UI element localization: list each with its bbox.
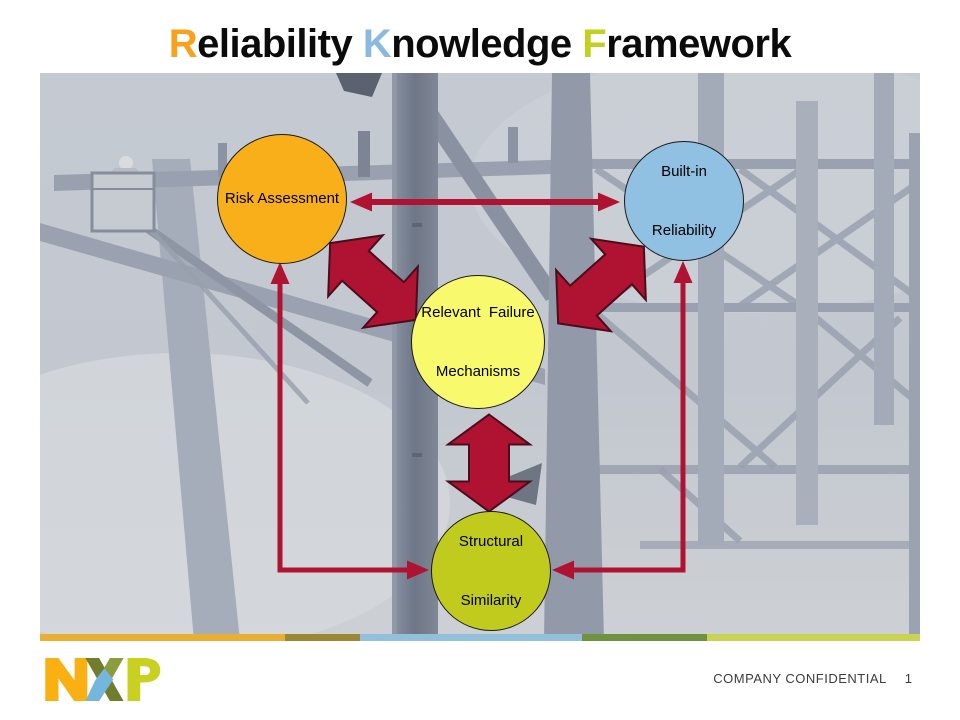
- node-relevant-failure-mechanisms: Relevant Failure Mechanisms: [411, 275, 545, 409]
- node-label-line: Structural: [458, 533, 524, 550]
- title-letter-r: R: [168, 22, 198, 66]
- arrow-risk-structural: [270, 262, 429, 580]
- confidential-label: COMPANY CONFIDENTIAL: [713, 671, 887, 686]
- node-label-line: Reliability: [651, 221, 717, 239]
- logo-x-overlay-blue: [85, 668, 114, 702]
- logo-letter-p: [127, 657, 161, 702]
- node-label: Relevant Failure Mechanisms: [421, 264, 534, 420]
- nxp-logo: [45, 657, 161, 702]
- title-text: eliability: [197, 22, 363, 66]
- arrow-builtin-structural: [552, 261, 693, 580]
- connector-arrows: [270, 192, 693, 580]
- logo-letter-n: [45, 657, 88, 702]
- node-label-line: Built-in: [661, 163, 707, 180]
- title-letter-k: K: [362, 22, 392, 66]
- title-text: ramework: [606, 22, 792, 66]
- node-label: Structural Similarity: [459, 493, 523, 649]
- node-label-line: Similarity: [460, 591, 522, 609]
- node-risk-assessment: Risk Assessment: [217, 134, 347, 264]
- slide-title: Reliability Knowledge Framework: [0, 22, 960, 67]
- node-label-line: Risk Assessment: [224, 190, 340, 208]
- strip-segment: [360, 634, 582, 641]
- worker: [119, 156, 133, 170]
- node-built-in-reliability: Built-in Reliability: [624, 141, 744, 261]
- title-text: nowledge: [391, 22, 583, 66]
- arrow-risk-builtin: [350, 192, 620, 212]
- block-arrow-builtin-failure: [555, 237, 647, 333]
- node-label-line: Mechanisms: [435, 362, 521, 380]
- node-structural-similarity: Structural Similarity: [431, 511, 551, 631]
- strip-segment: [40, 634, 285, 641]
- page-number: 1: [904, 671, 912, 686]
- strip-segment: [285, 634, 360, 641]
- steel-columns-center: [392, 73, 604, 641]
- node-label: Risk Assessment: [225, 150, 339, 248]
- strip-segment: [707, 634, 920, 641]
- title-letter-f: F: [582, 22, 607, 66]
- strip-segment: [582, 634, 707, 641]
- steel-truss-right: [588, 73, 920, 641]
- footer-confidential: COMPANY CONFIDENTIAL 1: [713, 671, 912, 686]
- node-label: Built-in Reliability: [652, 123, 716, 279]
- node-label-line: Relevant Failure: [421, 304, 535, 321]
- footer-color-strip: [40, 634, 920, 641]
